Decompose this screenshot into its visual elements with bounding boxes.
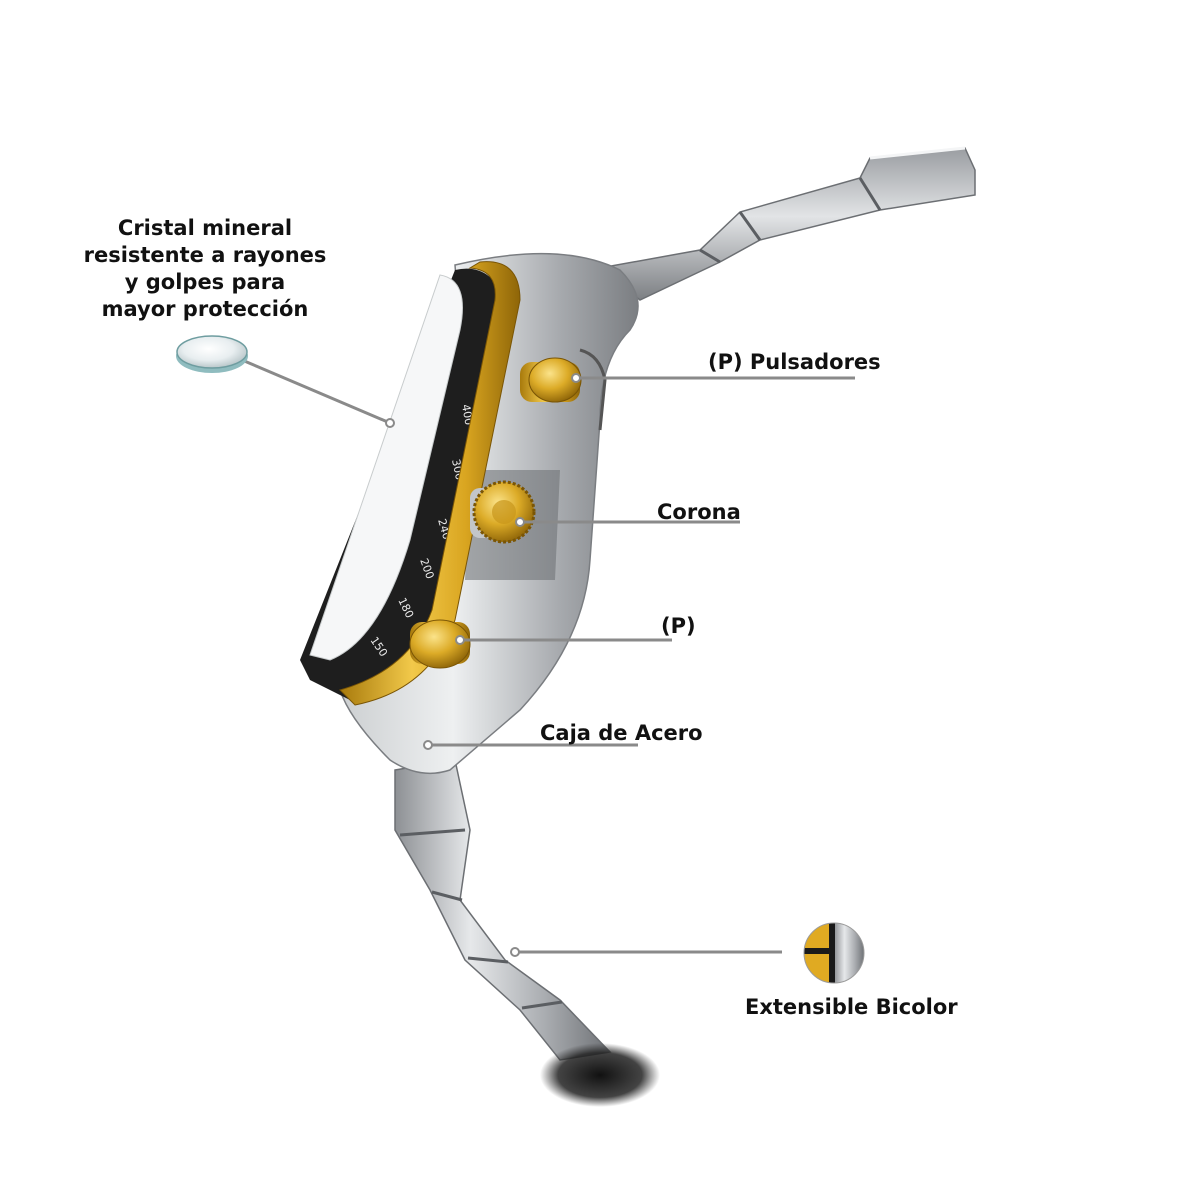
pulsadores-callout-label: (P) Pulsadores — [708, 350, 881, 374]
crystal-leader-dot — [385, 418, 395, 428]
bicolor-callout-label: Extensible Bicolor — [745, 995, 958, 1019]
pusher-leader-dot — [455, 635, 465, 645]
crystal-callout-line: y golpes para — [124, 270, 286, 294]
pulsadores-leader-dot — [571, 373, 581, 383]
lower-bracelet — [394, 759, 612, 1061]
caja-leader-dot — [423, 740, 433, 750]
upper-bracelet — [598, 146, 976, 301]
caja-callout-label: Caja de Acero — [540, 721, 703, 745]
gold-bezel-ring — [339, 261, 521, 706]
crystal-callout-label: Cristal mineral resistente a rayones y g… — [60, 215, 350, 323]
crystal-callout-line: Cristal mineral — [117, 216, 293, 240]
upper-pusher — [520, 357, 582, 403]
lower-pusher — [409, 619, 471, 669]
mineral-crystal-disc-icon — [176, 335, 248, 373]
blurred-mark — [540, 1043, 660, 1107]
crystal-leader-line — [241, 358, 391, 425]
leader-lines — [241, 358, 855, 954]
watch-crystal — [309, 274, 463, 661]
bicolor-swatch-icon — [803, 922, 865, 984]
crystal-callout-line: resistente a rayones — [83, 243, 327, 267]
corona-leader-dot — [515, 517, 525, 527]
crystal-callout-line: mayor protección — [101, 297, 309, 321]
pusher-callout-label: (P) — [661, 614, 696, 638]
corona-callout-label: Corona — [657, 500, 741, 524]
crown — [470, 480, 536, 544]
bicolor-leader-dot — [510, 947, 520, 957]
